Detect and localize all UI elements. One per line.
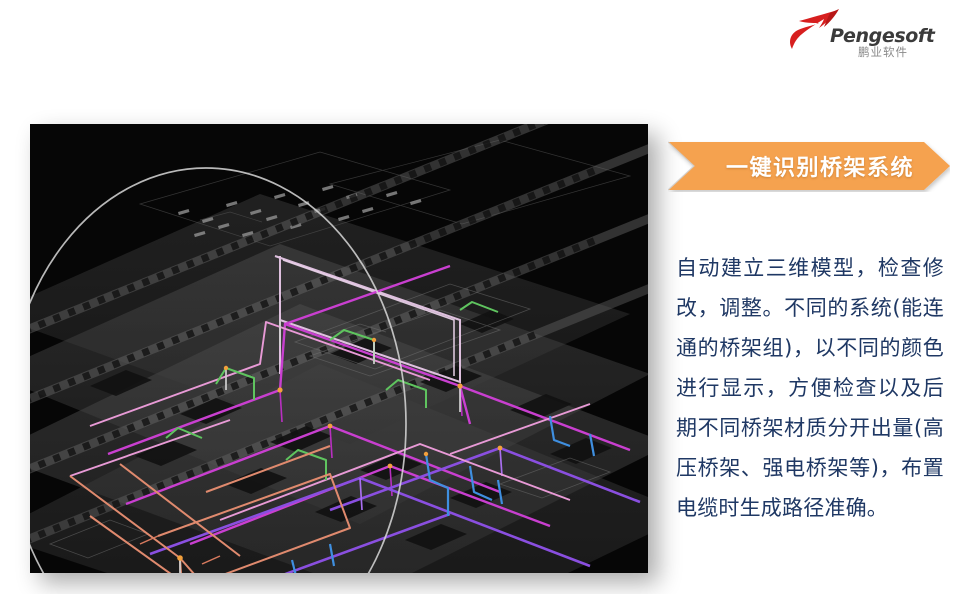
cad-viewport[interactable]: [30, 124, 648, 573]
cad-scene: [30, 124, 648, 573]
banner-title: 一键识别桥架系统: [725, 156, 914, 181]
logo-chinese-name: 鹏业软件: [858, 45, 908, 59]
description-paragraph: 自动建立三维模型，检查修改，调整。不同的系统(能连通的桥架组)，以不同的颜色进行…: [676, 256, 944, 520]
description-text: 自动建立三维模型，检查修改，调整。不同的系统(能连通的桥架组)，以不同的颜色进行…: [676, 248, 944, 528]
banner-chevron-shape: [668, 141, 950, 191]
brand-logo: Pengesoft 鹏业软件: [786, 8, 935, 60]
logo-wordmark: Pengesoft: [830, 25, 935, 47]
section-banner: 一键识别桥架系统: [668, 140, 950, 192]
pengesoft-swoosh-icon: [790, 9, 839, 49]
